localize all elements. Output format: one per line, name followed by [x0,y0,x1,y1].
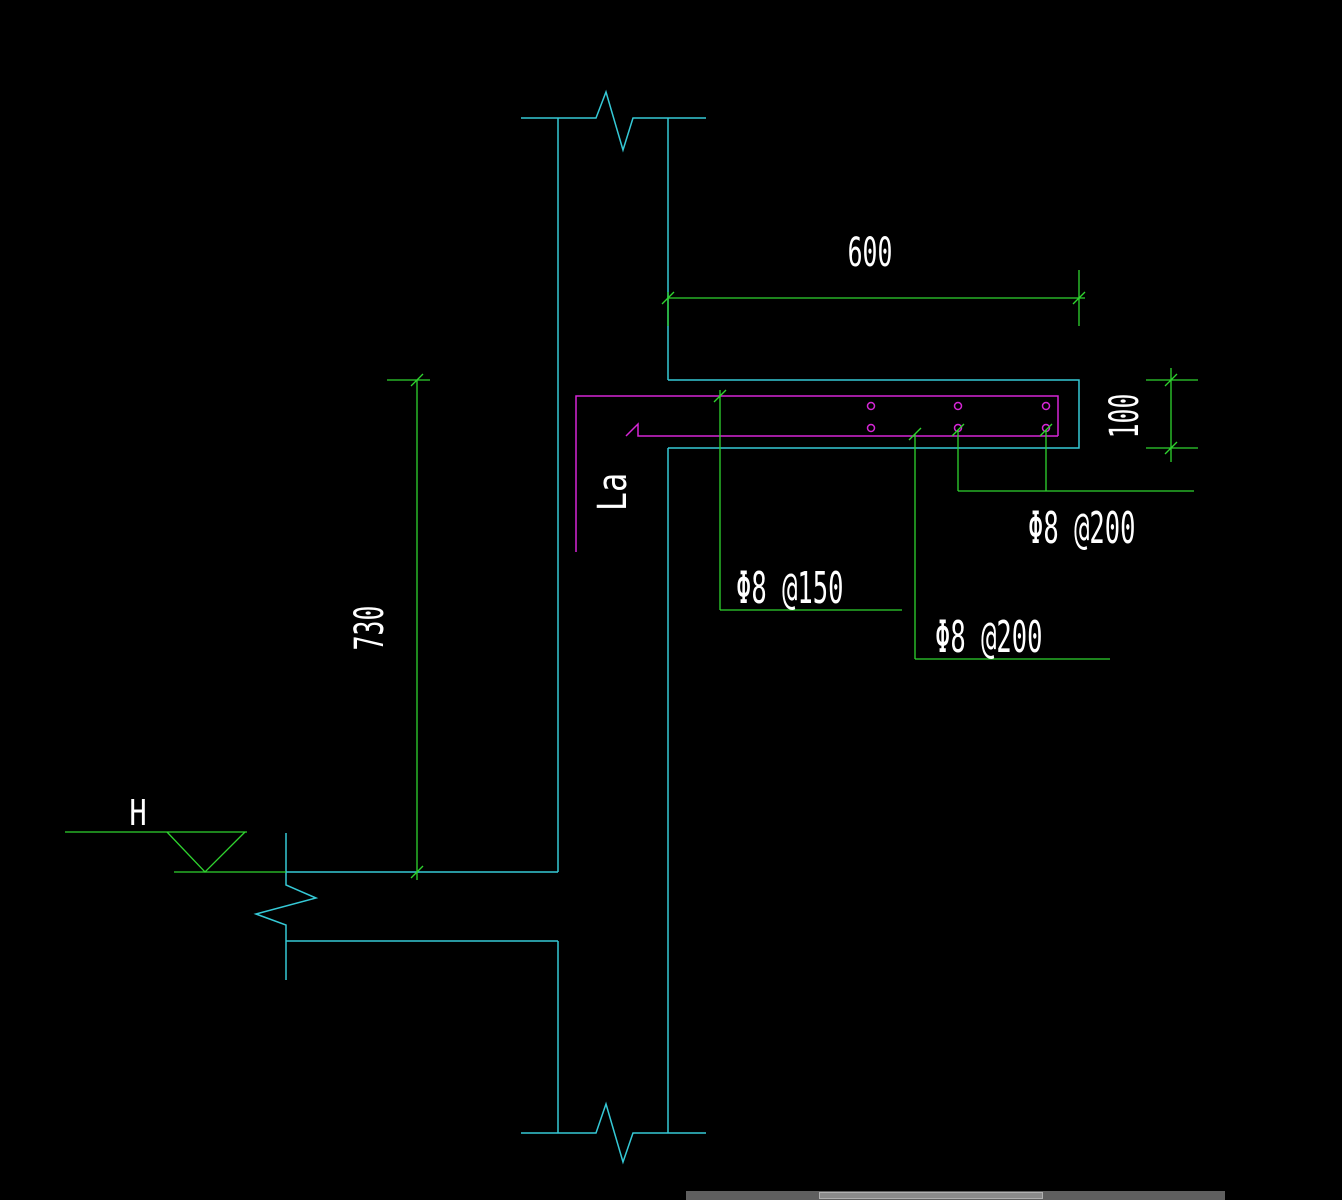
scrollbar-thumb[interactable] [819,1192,1043,1199]
cantilever-slab-outline [668,379,1080,449]
leader-top-bars [713,389,902,611]
bottom-break-line [521,1101,706,1165]
leader-bottom-bars [908,427,1110,660]
annotations: 600 100 730 La H Φ8 @150 Φ8 @200 Φ8 @200 [129,229,1147,834]
floor-break-line [253,833,319,980]
dim-text-100: 100 [1101,394,1148,439]
label-la: La [588,473,635,512]
rebar [575,395,1059,552]
leader-distribution-bars [951,423,1194,492]
rebar-note-distribution: Φ8 @200 [1028,504,1136,554]
distribution-bar-dot [866,401,876,411]
top-rebar [575,395,1059,552]
label-level-h: H [129,792,146,834]
distribution-bar-dot [866,423,876,433]
distribution-bar-dot [1041,401,1051,411]
dimension-lines [65,270,1198,880]
level-symbol [65,831,286,873]
dimension-600 [661,270,1086,326]
horizontal-scrollbar[interactable] [686,1191,1225,1200]
concrete-outline [253,89,1080,1165]
rebar-note-bottom: Φ8 @200 [935,613,1043,663]
dimension-100 [1146,368,1198,462]
dim-text-730: 730 [346,606,393,651]
dimension-730 [387,373,430,880]
distribution-bar-dot [953,401,963,411]
bottom-rebar [625,422,1058,437]
dim-text-600: 600 [848,229,893,276]
rebar-note-top: Φ8 @150 [736,564,844,614]
top-break-line [521,89,706,153]
